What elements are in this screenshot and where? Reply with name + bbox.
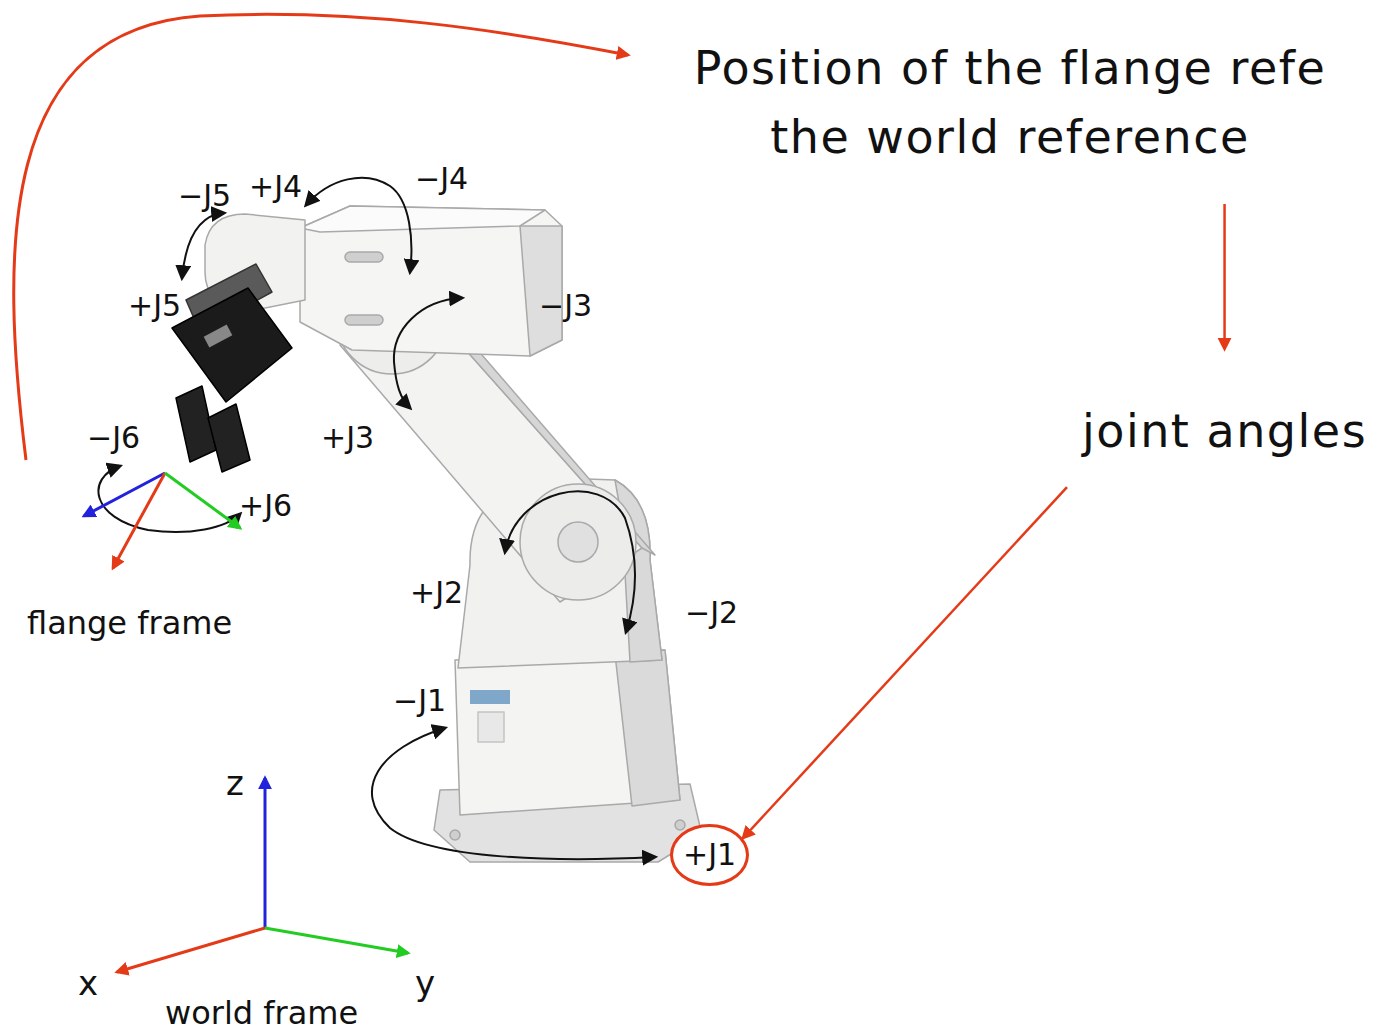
frame-name: world frame [165, 996, 358, 1031]
joint-label: −J6 [87, 421, 140, 454]
world-axis-x [117, 928, 265, 972]
base-sticker [470, 690, 510, 704]
forearm-slot [345, 315, 383, 325]
shoulder-joint-hub [558, 522, 598, 562]
joint-label: −J3 [539, 289, 592, 322]
joint-label: +J4 [249, 170, 302, 203]
flow-arrow [743, 487, 1067, 838]
j3-arrow [394, 298, 462, 408]
forearm [300, 206, 562, 356]
base-column-shade [615, 650, 680, 806]
flange-frame-axes [84, 473, 240, 568]
flow-arrow [1223, 204, 1226, 349]
circled-joint-label: +J1 [670, 824, 749, 886]
joint-label: +J6 [239, 489, 292, 522]
frame-name: flange frame [27, 606, 232, 641]
joint-label: −J1 [393, 684, 446, 717]
joint-label: −J4 [415, 162, 468, 195]
gripper-finger [208, 404, 250, 472]
node-text: Position of the flange refe the world re… [680, 34, 1340, 172]
j4-arrow [306, 178, 411, 272]
base-column [455, 650, 680, 815]
gripper-body [172, 288, 292, 402]
j6-arrow [98, 466, 240, 532]
joint-label: −J5 [178, 179, 231, 212]
joint-label: +J3 [321, 421, 374, 454]
flange-axis-green [165, 473, 240, 528]
joint-arrows [98, 178, 655, 859]
j2-arrow [505, 491, 635, 632]
forearm-slot [345, 252, 383, 262]
joint-label: −J2 [685, 596, 738, 629]
flange-leader-curve [14, 14, 628, 460]
node-text: +J1 [683, 837, 736, 873]
world-axis-y [265, 928, 408, 953]
gripper-badge [204, 325, 233, 348]
j1-arrow [372, 728, 655, 859]
j5-arrow [182, 213, 224, 278]
world-frame-axes [117, 778, 408, 972]
robot-arm [172, 206, 702, 862]
base-bolt [450, 830, 460, 840]
shoulder-joint-cap [520, 484, 636, 600]
flange-axis-red [113, 473, 165, 568]
node-text: joint angles [1082, 404, 1367, 459]
joint-angles-text: joint angles [1082, 404, 1367, 459]
axis-label: x [78, 965, 98, 1002]
flange-position-text: Position of the flange refe the world re… [680, 34, 1340, 172]
joint-label: +J5 [128, 289, 181, 322]
world-axis-z [264, 778, 267, 928]
forearm-top [300, 206, 545, 232]
axis-label: y [415, 965, 435, 1002]
base-sticker [478, 712, 504, 742]
base-bolt [675, 820, 685, 830]
joint-label: +J2 [410, 576, 463, 609]
axis-label: z [226, 765, 244, 802]
